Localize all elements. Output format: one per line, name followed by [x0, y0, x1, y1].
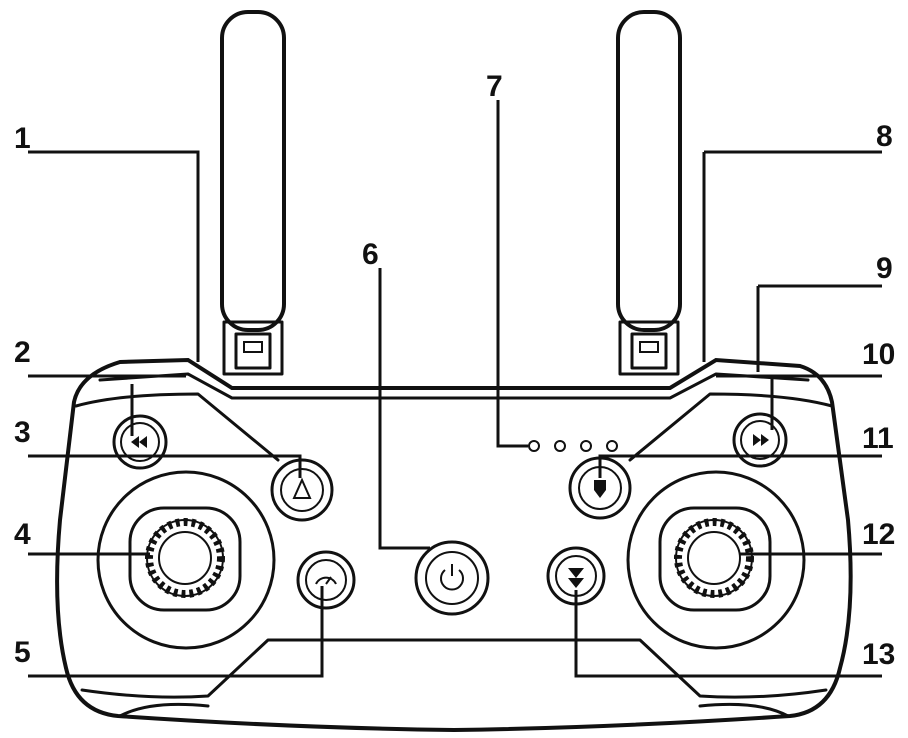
- left-joystick-knob: [145, 518, 225, 598]
- callout-labels: 1 2 3 4 5 6 7 8 9 10 11 12 13: [14, 70, 895, 671]
- leader-6: [378, 268, 430, 550]
- leader-lines: [28, 100, 882, 678]
- callout-11: 11: [862, 422, 894, 455]
- power-button[interactable]: [414, 540, 490, 616]
- left-joystick[interactable]: [96, 470, 276, 650]
- controller-body: [55, 357, 853, 733]
- leader-9: [756, 284, 882, 372]
- left-antenna: [220, 10, 286, 376]
- fast-forward-button[interactable]: [732, 412, 788, 468]
- leader-1: [28, 150, 200, 362]
- rewind-button[interactable]: [112, 414, 168, 470]
- headless-mode-icon: [568, 568, 584, 588]
- callout-13: 13: [862, 638, 895, 671]
- callout-5: 5: [14, 636, 31, 669]
- takeoff-icon: [292, 477, 312, 499]
- leader-8: [702, 150, 882, 362]
- power-icon: [440, 564, 464, 591]
- callout-12: 12: [862, 518, 895, 551]
- callout-4: 4: [14, 518, 31, 551]
- leader-7: [496, 100, 528, 448]
- speed-button[interactable]: [296, 550, 356, 610]
- right-joystick-knob: [674, 518, 754, 598]
- callout-6: 6: [362, 238, 379, 271]
- led-3: [580, 440, 592, 452]
- callout-1: 1: [14, 122, 31, 155]
- right-joystick[interactable]: [626, 470, 806, 650]
- callout-7: 7: [486, 70, 503, 103]
- right-antenna: [616, 10, 682, 376]
- led-4: [606, 440, 618, 452]
- led-indicators: [528, 440, 618, 452]
- fast-forward-icon: [753, 434, 769, 446]
- takeoff-button[interactable]: [270, 458, 334, 522]
- callout-3: 3: [14, 416, 31, 449]
- leader-13: [574, 590, 882, 678]
- callout-2: 2: [14, 336, 31, 369]
- led-1: [528, 440, 540, 452]
- callout-8: 8: [876, 120, 893, 153]
- landing-icon: [594, 480, 606, 498]
- led-2: [554, 440, 566, 452]
- leader-11: [598, 454, 882, 478]
- rewind-icon: [131, 436, 147, 448]
- callout-9: 9: [876, 252, 893, 285]
- speed-icon: [315, 576, 337, 585]
- leader-5: [28, 586, 324, 678]
- callout-10: 10: [862, 338, 895, 371]
- leader-3: [28, 454, 302, 478]
